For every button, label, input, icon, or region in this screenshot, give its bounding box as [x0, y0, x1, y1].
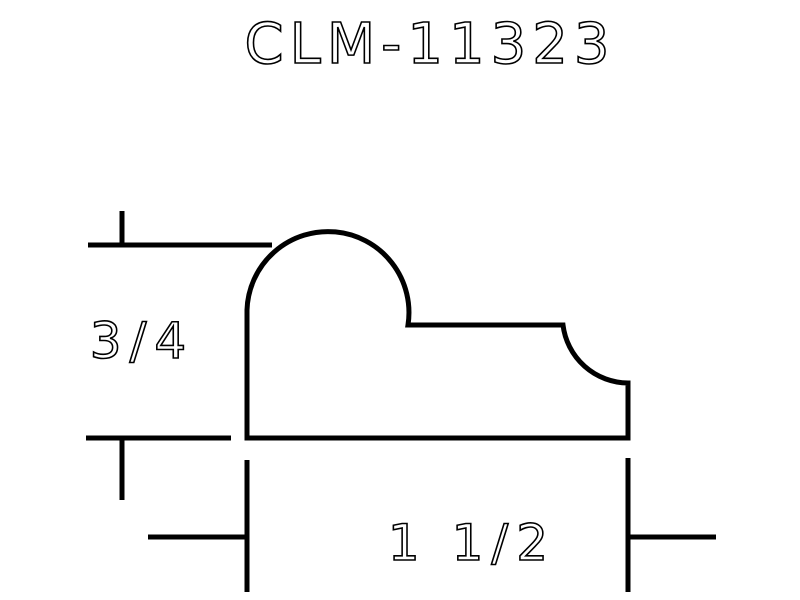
width-dimension: 1 1/2: [148, 458, 716, 592]
height-label: 3/4: [90, 312, 194, 370]
height-dimension: 3/4: [86, 211, 272, 500]
part-number-title: CLM-11323: [245, 12, 616, 77]
width-label: 1 1/2: [388, 514, 556, 572]
profile-outline: [244, 229, 631, 441]
